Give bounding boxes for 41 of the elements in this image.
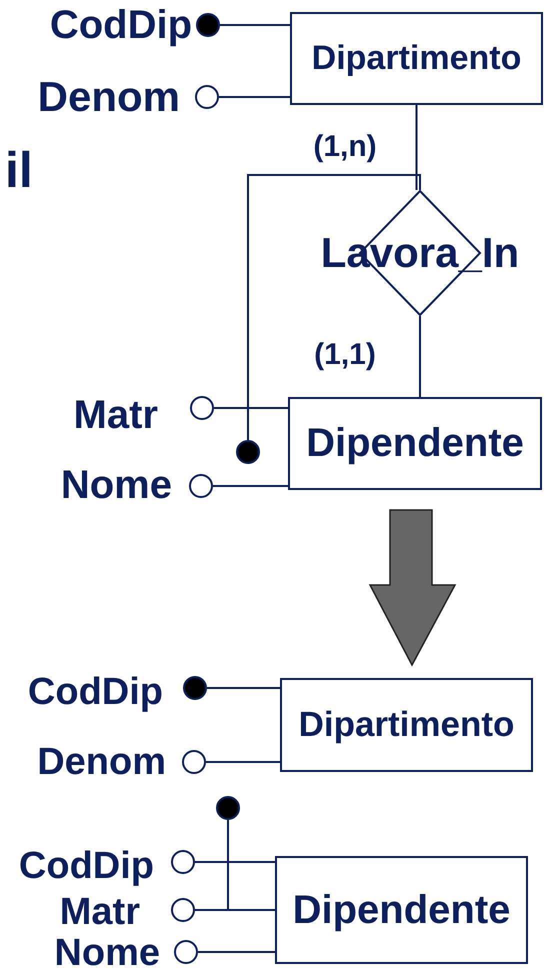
attribute-circle xyxy=(190,396,214,420)
entity-name: Dipartimento xyxy=(298,705,514,745)
identifier-dot xyxy=(216,796,240,820)
connector-line xyxy=(419,316,421,397)
attribute-circle xyxy=(189,474,213,498)
attribute-name: Denom xyxy=(38,76,180,118)
attribute-circle xyxy=(174,940,198,964)
connector-line xyxy=(220,24,290,26)
connector-line xyxy=(416,105,418,190)
cardinality-label: (1,n) xyxy=(313,132,377,162)
cardinality-label: (1,1) xyxy=(314,340,376,370)
attribute-name: CodDip xyxy=(50,5,192,45)
text-fragment: il xyxy=(5,145,33,195)
connector-line xyxy=(213,485,288,487)
attribute-name: Nome xyxy=(60,465,172,505)
attribute-circle xyxy=(171,898,195,922)
attribute-name: Matr xyxy=(74,395,158,435)
identifier-dot xyxy=(196,13,220,37)
entity-name: Dipartimento xyxy=(312,39,522,78)
identifier-dot xyxy=(183,676,207,700)
connector-line xyxy=(206,761,280,763)
attribute-circle xyxy=(182,750,206,774)
connector-line xyxy=(207,687,280,689)
block-arrow xyxy=(368,509,456,667)
entity-box xyxy=(280,678,533,772)
attribute-name: Matr xyxy=(60,893,140,931)
connector-line xyxy=(195,820,229,911)
identifier-dot xyxy=(236,440,260,464)
entity-name: Dipendente xyxy=(292,888,510,932)
entity-box xyxy=(290,12,543,105)
entity-name: Dipendente xyxy=(306,421,524,466)
attribute-circle xyxy=(195,85,219,109)
entity-box xyxy=(288,397,542,490)
attribute-name: CodDip xyxy=(18,847,154,885)
attribute-name: Denom xyxy=(37,743,166,781)
connector-line xyxy=(219,96,290,98)
attribute-name: CodDip xyxy=(28,673,163,711)
entity-box xyxy=(275,856,528,964)
attribute-circle xyxy=(171,850,195,874)
connector-line xyxy=(198,951,275,953)
attribute-name: Nome xyxy=(54,934,160,970)
